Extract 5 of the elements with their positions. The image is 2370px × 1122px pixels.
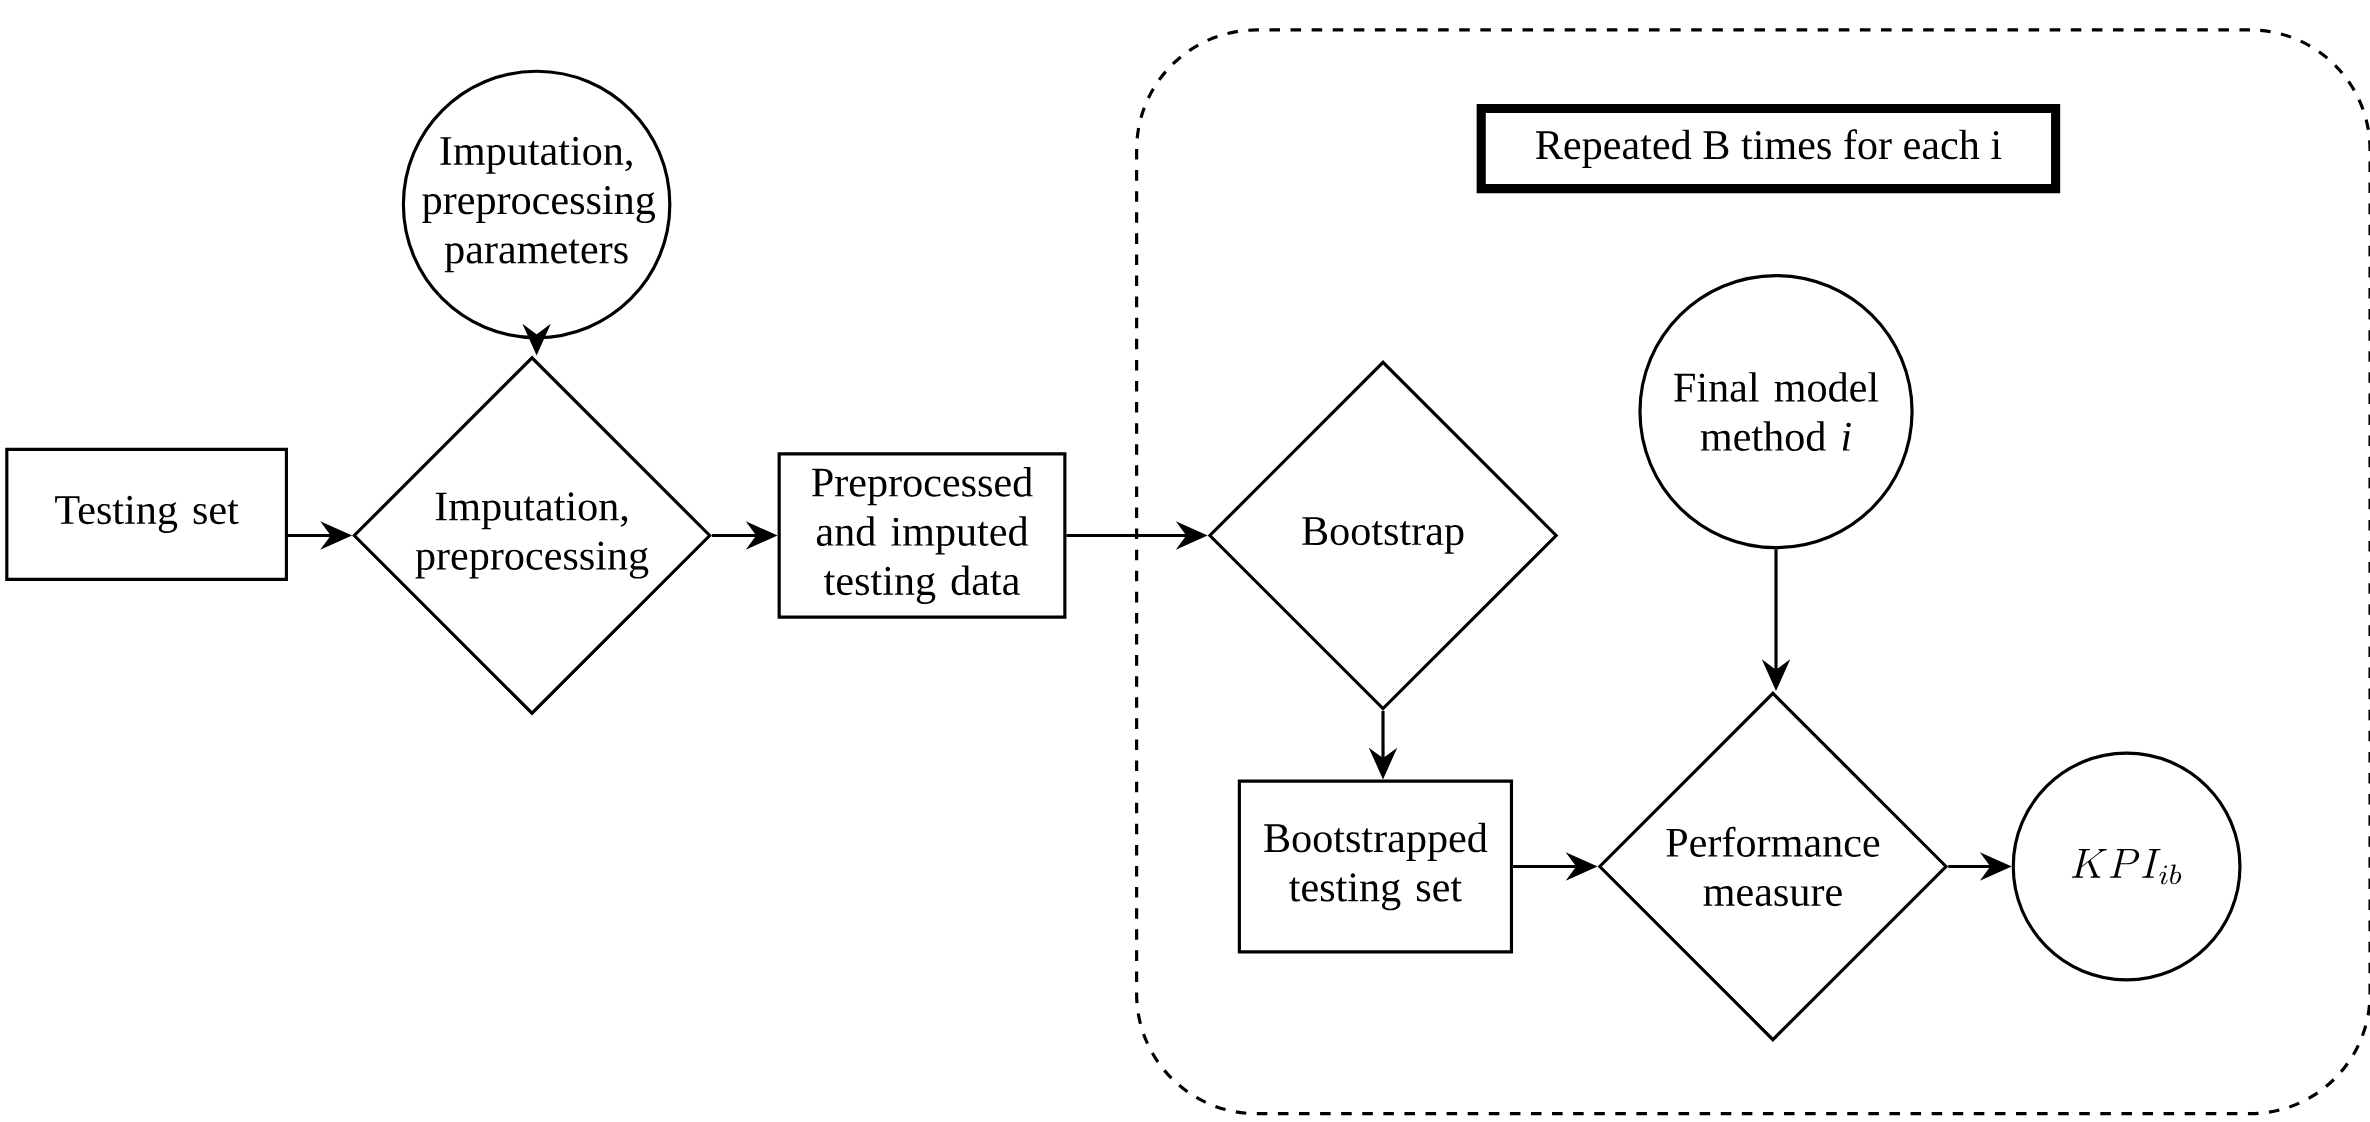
data-box: Testing set <box>5 447 288 581</box>
data-box: Preprocessed and imputed testing data <box>777 452 1067 619</box>
heading-box: Repeated B times for each i <box>1476 103 2061 194</box>
data-box: Bootstrapped testing set <box>1237 779 1514 954</box>
repeat-region <box>1135 28 2370 1116</box>
